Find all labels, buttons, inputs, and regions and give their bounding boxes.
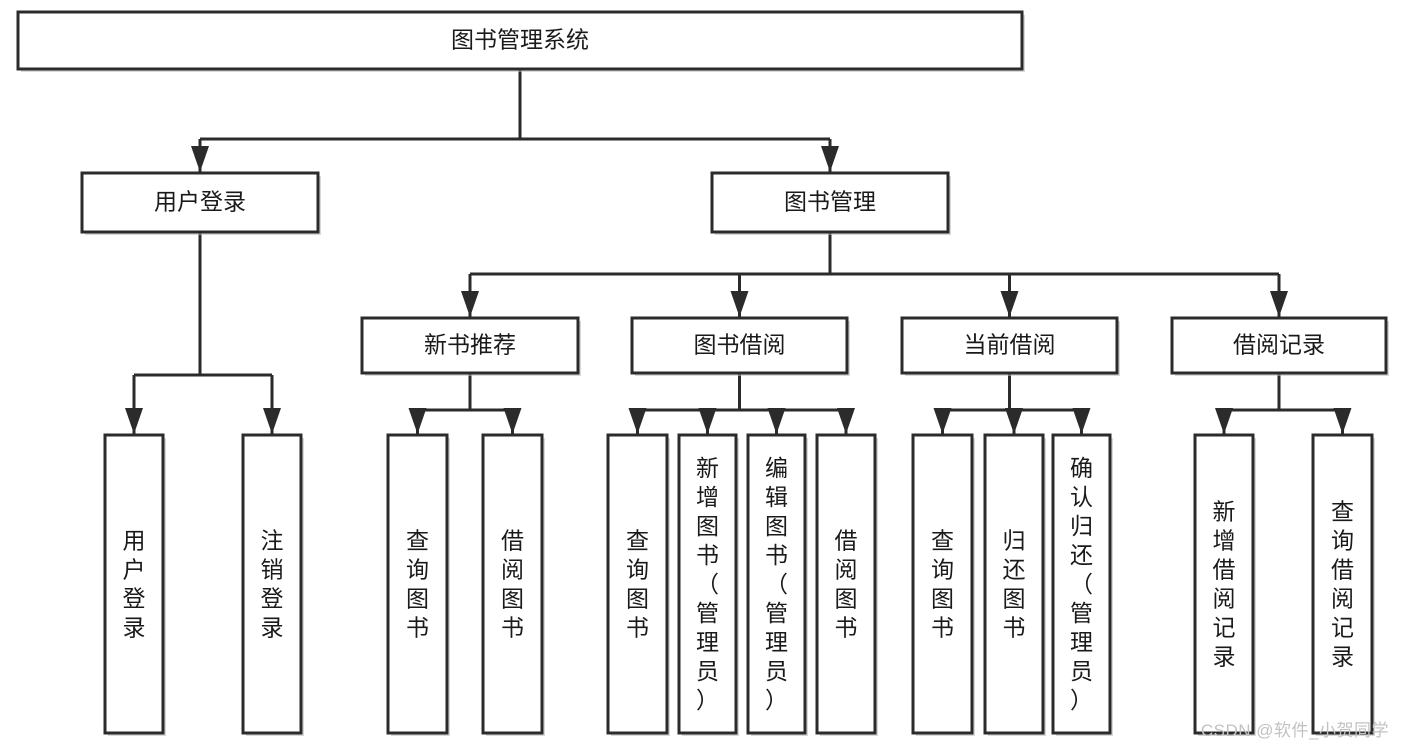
leaf-box[interactable] xyxy=(103,433,165,735)
level2-label: 图书管理 xyxy=(784,189,876,215)
level2-node[interactable]: 用户登录 xyxy=(80,171,321,235)
leaf-node[interactable]: 编辑图书（管理员） xyxy=(746,433,808,736)
l3-1-arrow-2 xyxy=(767,408,786,434)
level3-node[interactable]: 借阅记录 xyxy=(1170,316,1389,376)
leaf-node[interactable]: 新增借阅记录 xyxy=(1193,433,1256,736)
l3-0-arrow-1 xyxy=(503,408,522,434)
level3-node[interactable]: 图书借阅 xyxy=(630,316,850,376)
leaf-label: 注销登录 xyxy=(261,528,284,641)
leaf-label: 新增借阅记录 xyxy=(1213,499,1236,670)
l3-2-arrow-1 xyxy=(1005,408,1023,434)
leaf-label: 确认归还（管理员） xyxy=(1070,455,1093,713)
leaf-box[interactable] xyxy=(911,433,974,735)
leaf-box[interactable] xyxy=(1051,433,1112,735)
leaf-node[interactable]: 注销登录 xyxy=(241,433,304,736)
l3-0-arrow-0 xyxy=(408,408,427,434)
l3-1-arrow-3 xyxy=(837,408,855,434)
l3-2-arrow-2 xyxy=(1072,408,1091,434)
level3-label: 借阅记录 xyxy=(1233,332,1325,358)
l3-3-arrow-0 xyxy=(1215,408,1233,434)
mgmt-arrow-1 xyxy=(730,291,749,317)
leaf-node[interactable]: 用户登录 xyxy=(103,433,166,736)
mgmt-arrow-0 xyxy=(461,291,479,317)
leaf-label: 归还图书 xyxy=(1003,528,1026,641)
leaf-box[interactable] xyxy=(746,433,807,735)
level3-box[interactable] xyxy=(630,316,849,375)
leaf-node[interactable]: 查询图书 xyxy=(606,433,670,736)
leaf-box[interactable] xyxy=(983,433,1045,735)
root-arrow-0 xyxy=(191,146,209,172)
leaf-label: 借阅图书 xyxy=(501,528,524,641)
leaf-label: 查询图书 xyxy=(626,528,649,641)
leaf-node[interactable]: 新增图书（管理员） xyxy=(677,433,739,736)
leaf-label: 查询图书 xyxy=(931,528,954,641)
level3-label: 新书推荐 xyxy=(424,332,516,358)
l3-2-arrow-0 xyxy=(933,408,952,434)
login-arrow-0 xyxy=(125,408,143,434)
leaf-node[interactable]: 查询图书 xyxy=(386,433,450,736)
l3-3-arrow-1 xyxy=(1333,408,1352,434)
leaf-label: 借阅图书 xyxy=(835,528,858,641)
root-arrow-1 xyxy=(821,146,839,172)
leaf-box[interactable] xyxy=(815,433,877,735)
leaf-label: 编辑图书（管理员） xyxy=(765,455,788,713)
level3-node[interactable]: 当前借阅 xyxy=(900,316,1120,376)
leaf-label: 用户登录 xyxy=(123,528,146,641)
leaf-box[interactable] xyxy=(606,433,669,735)
level3-box[interactable] xyxy=(1170,316,1388,375)
leaf-node[interactable]: 查询图书 xyxy=(911,433,975,736)
mgmt-arrow-3 xyxy=(1270,291,1288,317)
leaf-box[interactable] xyxy=(1193,433,1255,735)
node-layer: 图书管理系统用户登录图书管理新书推荐图书借阅当前借阅借阅记录用户登录注销登录查询… xyxy=(16,10,1389,736)
leaf-box[interactable] xyxy=(677,433,738,735)
leaf-box[interactable] xyxy=(1311,433,1374,735)
leaf-label: 新增图书（管理员） xyxy=(696,455,719,713)
login-arrow-1 xyxy=(263,408,281,434)
root-node[interactable]: 图书管理系统 xyxy=(16,10,1025,72)
mgmt-arrow-2 xyxy=(1000,291,1019,317)
leaf-node[interactable]: 查询借阅记录 xyxy=(1311,433,1375,736)
leaf-box[interactable] xyxy=(481,433,544,735)
root-label: 图书管理系统 xyxy=(451,27,589,53)
leaf-node[interactable]: 借阅图书 xyxy=(481,433,545,736)
connector-layer xyxy=(125,69,1352,434)
l3-1-arrow-1 xyxy=(698,408,717,434)
level3-node[interactable]: 新书推荐 xyxy=(360,316,581,376)
level3-box[interactable] xyxy=(900,316,1119,375)
leaf-label: 查询图书 xyxy=(406,528,429,641)
level3-label: 当前借阅 xyxy=(964,332,1056,358)
level2-box[interactable] xyxy=(710,171,950,234)
leaf-node[interactable]: 借阅图书 xyxy=(815,433,878,736)
leaf-label: 查询借阅记录 xyxy=(1331,499,1354,670)
level2-box[interactable] xyxy=(80,171,320,234)
leaf-box[interactable] xyxy=(386,433,449,735)
leaf-node[interactable]: 确认归还（管理员） xyxy=(1051,433,1113,736)
leaf-box[interactable] xyxy=(241,433,303,735)
l3-1-arrow-0 xyxy=(628,408,647,434)
level3-box[interactable] xyxy=(360,316,580,375)
root-box[interactable] xyxy=(16,10,1024,71)
level2-node[interactable]: 图书管理 xyxy=(710,171,951,235)
leaf-node[interactable]: 归还图书 xyxy=(983,433,1046,736)
level2-label: 用户登录 xyxy=(154,189,246,215)
level3-label: 图书借阅 xyxy=(694,332,786,358)
